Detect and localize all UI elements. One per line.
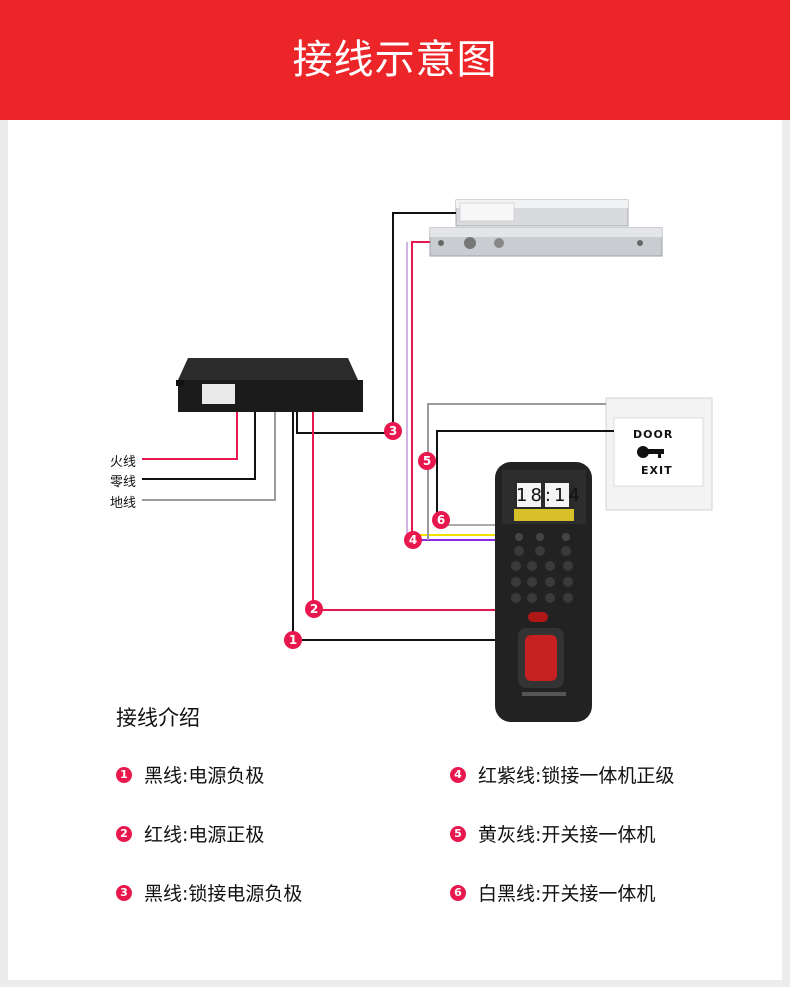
wire-badge-4: 4 [404, 531, 422, 549]
access-terminal-image [495, 462, 592, 722]
live-wire-label: 火线 [110, 455, 137, 470]
header-banner: 接线示意图 [0, 0, 790, 120]
legend-item-2: 2 红线:电源正极 [116, 824, 264, 846]
power-supply-image [176, 358, 363, 412]
legend-item-3: 3 黑线:锁接电源负极 [116, 883, 302, 905]
terminal-time-display: 18:14 [516, 485, 583, 506]
neutral-wire-label: 零线 [110, 475, 137, 490]
legend-number-3: 3 [116, 884, 132, 901]
wire-badge-5: 5 [418, 452, 436, 470]
wire-lines [142, 212, 614, 641]
legend-text-2: 红线:电源正极 [144, 824, 265, 846]
wire-badge-3: 3 [384, 422, 402, 440]
legend-number-1: 1 [116, 766, 132, 783]
legend-text-5: 黄灰线:开关接一体机 [478, 824, 656, 846]
legend-number-6: 6 [450, 884, 466, 901]
ground-wire-label: 地线 [110, 496, 137, 511]
legend-number-4: 4 [450, 766, 466, 783]
page-title: 接线示意图 [292, 37, 498, 83]
legend-number-5: 5 [450, 825, 466, 842]
legend-number-2: 2 [116, 825, 132, 842]
exit-button-image [605, 397, 713, 511]
diagram-card [8, 120, 782, 980]
legend-text-3: 黑线:锁接电源负极 [144, 883, 303, 905]
legend-item-1: 1 黑线:电源负极 [116, 765, 264, 787]
legend-text-4: 红紫线:锁接一体机正级 [478, 765, 675, 787]
exit-button-bottom-text: EXIT [641, 464, 673, 477]
legend-item-6: 6 白黑线:开关接一体机 [450, 883, 655, 905]
legend-item-5: 5 黄灰线:开关接一体机 [450, 824, 655, 846]
intro-title: 接线介绍 [116, 706, 200, 730]
legend-text-6: 白黑线:开关接一体机 [478, 883, 656, 905]
electric-lock-image [429, 199, 663, 257]
legend-item-4: 4 红紫线:锁接一体机正级 [450, 765, 674, 787]
wire-badge-1: 1 [284, 631, 302, 649]
legend-text-1: 黑线:电源负极 [144, 765, 265, 787]
wire-badge-2: 2 [305, 600, 323, 618]
wire-badge-6: 6 [432, 511, 450, 529]
exit-button-top-text: DOOR [633, 428, 674, 441]
